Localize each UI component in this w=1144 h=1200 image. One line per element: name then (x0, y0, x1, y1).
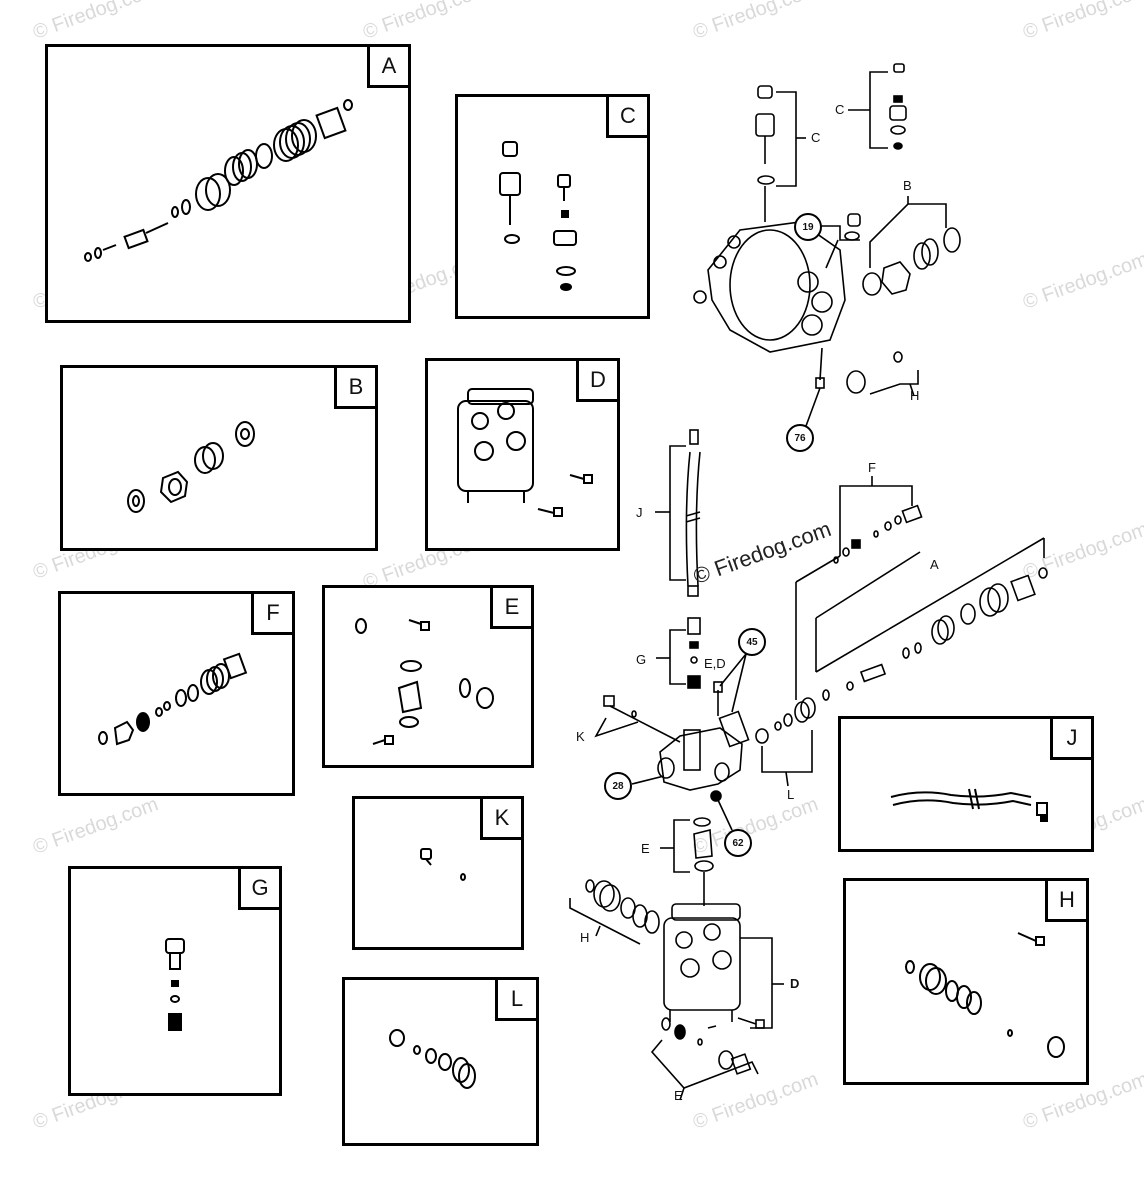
kit-k-box: K (352, 796, 524, 950)
ref-bubble-76: 76 (786, 424, 814, 452)
callout-c: C (835, 102, 845, 117)
kit-b-box: B (60, 365, 378, 551)
kit-e-box: E (322, 585, 534, 768)
kit-c-label: C (606, 94, 650, 138)
callout-l: L (787, 787, 795, 802)
kit-d-label: D (576, 358, 620, 402)
kit-f-parts (98, 652, 248, 746)
kit-f-label: F (251, 591, 295, 635)
callout-h: H (580, 930, 590, 945)
kit-f-box: F (58, 591, 295, 796)
kit-b-label: B (334, 365, 378, 409)
kit-g-label: G (238, 866, 282, 910)
callout-e: E (674, 1088, 683, 1103)
kit-d-parts (457, 388, 593, 517)
kit-c-box: C (455, 94, 650, 319)
kit-h-box: H (843, 878, 1089, 1085)
kit-c-parts (499, 141, 577, 291)
callout-e-d: E,D (704, 656, 726, 671)
kit-g-box: G (68, 866, 282, 1096)
kit-b-parts (127, 421, 255, 513)
callout-b: B (903, 178, 912, 193)
ref-bubble-45: 45 (738, 628, 766, 656)
kit-j-parts (890, 788, 1048, 822)
callout-k: K (576, 729, 585, 744)
callout-h: H (910, 388, 920, 403)
kit-k-parts (420, 848, 466, 881)
kit-h-parts (905, 932, 1065, 1058)
kit-e-parts (355, 618, 494, 745)
kit-k-label: K (480, 796, 524, 840)
kit-g-parts (165, 938, 185, 1031)
kit-h-label: H (1045, 878, 1089, 922)
callout-f: F (868, 460, 876, 475)
kit-l-parts (389, 1029, 476, 1089)
callout-d: D (790, 976, 800, 991)
kit-j-box: J (838, 716, 1094, 852)
ref-bubble-19: 19 (794, 213, 822, 241)
kit-d-box: D (425, 358, 620, 551)
callout-c: C (811, 130, 821, 145)
kit-l-label: L (495, 977, 539, 1021)
kit-e-label: E (490, 585, 534, 629)
ref-bubble-28: 28 (604, 772, 632, 800)
kit-j-label: J (1050, 716, 1094, 760)
kit-a-box: A (45, 44, 411, 323)
callout-j: J (636, 505, 643, 520)
ref-bubble-62: 62 (724, 829, 752, 857)
kit-l-box: L (342, 977, 539, 1146)
kit-a-parts (84, 99, 353, 262)
callout-g: G (636, 652, 647, 667)
callout-a: A (930, 557, 939, 572)
kit-a-label: A (367, 44, 411, 88)
callout-e: E (641, 841, 650, 856)
